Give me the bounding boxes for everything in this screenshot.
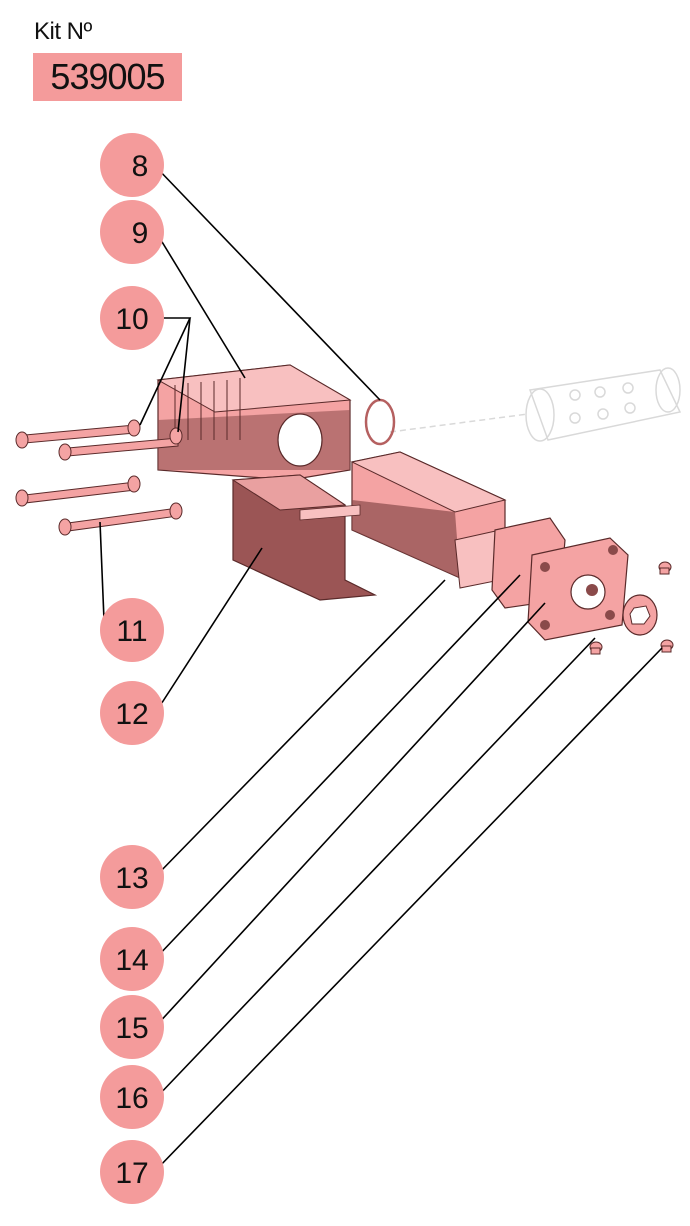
callout-16: 16 (100, 1065, 164, 1129)
callout-label-11: 11 (116, 615, 147, 648)
callout-label-14: 14 (115, 944, 148, 977)
callout-label-12: 12 (115, 698, 148, 731)
callout-label-10: 10 (115, 303, 148, 336)
bolts-10-11 (15, 419, 183, 536)
callout-13: 13 (100, 845, 164, 909)
kit-number-badge: 539005 (33, 53, 182, 101)
callout-11: 11 (100, 598, 164, 662)
leader-9 (155, 231, 246, 379)
part-13-sleeve (350, 451, 507, 589)
callout-balloons: 8 9 10 11 12 13 14 15 16 17 (100, 133, 164, 1204)
leader-8 (155, 166, 381, 401)
callout-label-16: 16 (115, 1082, 148, 1115)
callout-8: 8 (100, 133, 164, 197)
callout-label-15: 15 (115, 1012, 148, 1045)
kit-label: Kit Nº (34, 18, 92, 45)
leader-lines (99, 166, 663, 1171)
callout-17: 17 (100, 1140, 164, 1204)
callout-12: 12 (100, 681, 164, 745)
part-16-plug (622, 594, 658, 636)
part-12-guard (231, 474, 378, 601)
callout-label-8: 8 (132, 150, 149, 183)
leader-11 (99, 521, 105, 621)
part-15-end-plate (527, 537, 629, 641)
leader-16 (155, 637, 596, 1099)
leader-10b (177, 317, 191, 433)
leader-14 (155, 574, 521, 959)
callout-label-9: 9 (132, 217, 149, 250)
leader-17 (155, 647, 663, 1171)
callout-label-17: 17 (115, 1157, 148, 1190)
part-8-oring (364, 398, 396, 446)
callout-10: 10 (100, 286, 164, 350)
part-9-body (156, 364, 352, 481)
callout-9: 9 (100, 200, 164, 264)
ghost-cartridge (389, 367, 682, 442)
leader-12 (155, 547, 263, 713)
callout-15: 15 (100, 995, 164, 1059)
leader-13 (155, 579, 446, 877)
callout-label-13: 13 (115, 862, 148, 895)
callout-14: 14 (100, 927, 164, 991)
part-17-screws (589, 561, 674, 655)
kit-number: 539005 (50, 56, 165, 97)
leader-15 (155, 602, 546, 1027)
